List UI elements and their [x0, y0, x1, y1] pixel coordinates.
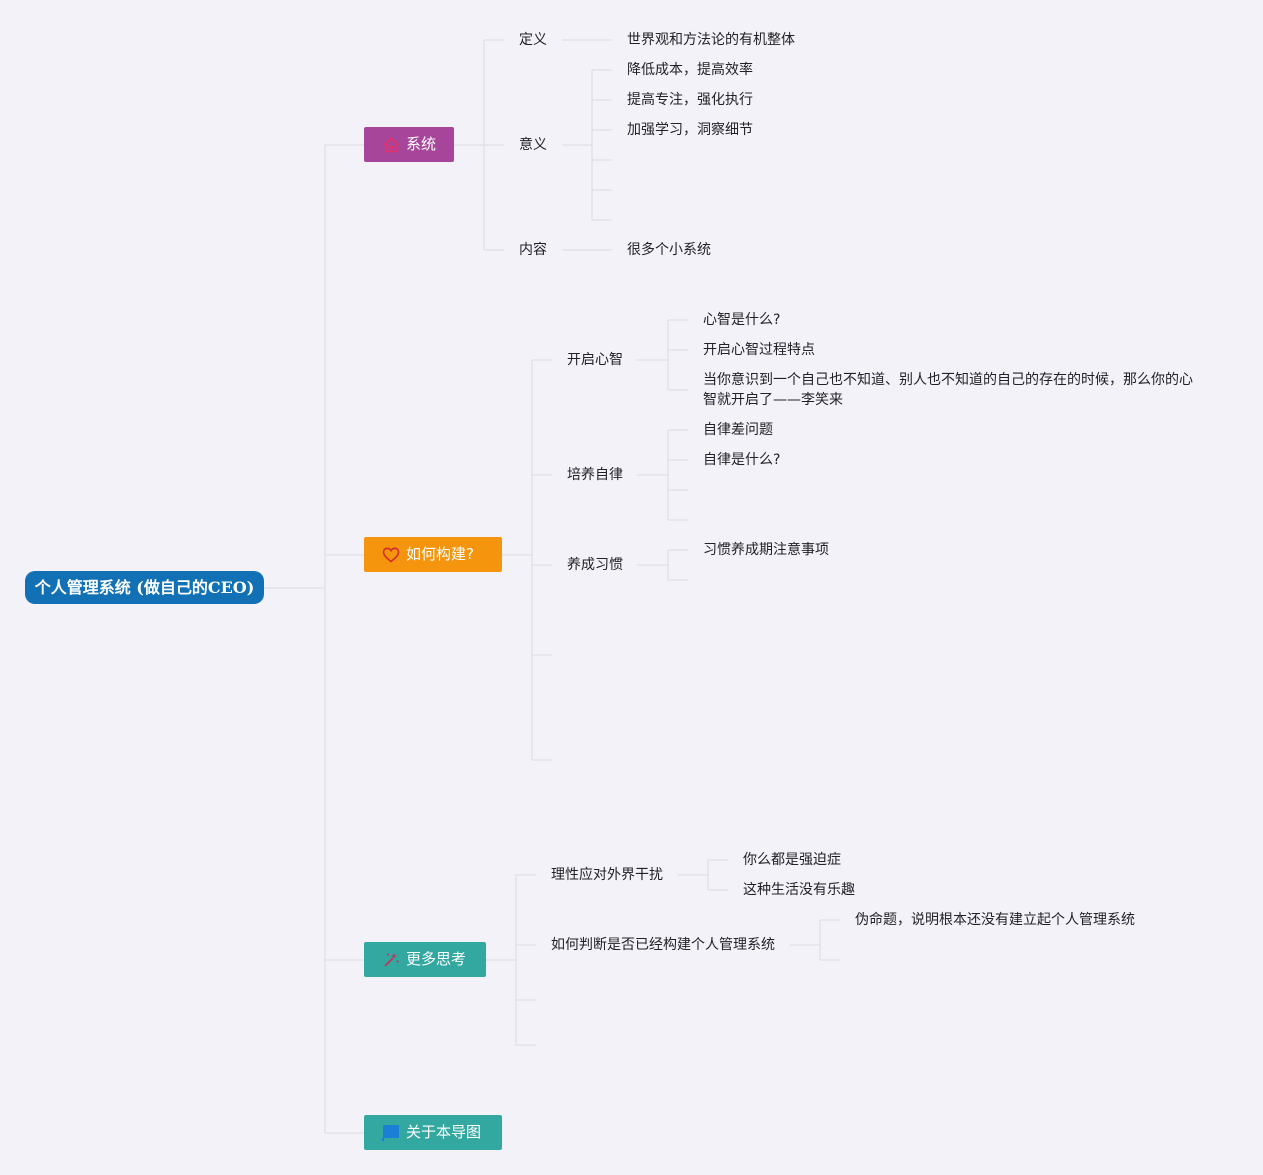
node-interference[interactable]: 理性应对外界干扰: [551, 867, 663, 883]
branch-label: 关于本导图: [406, 1123, 482, 1141]
node-mind-item[interactable]: 当你意识到一个自己也不知道、别人也不知道的自己的存在的时候，那么你的心智就开启了…: [703, 372, 1193, 408]
node-discipline-item[interactable]: 自律是什么?: [703, 452, 781, 468]
node-definition[interactable]: 定义: [519, 32, 547, 48]
node-open-mind[interactable]: 开启心智: [567, 352, 623, 368]
node-mind-item[interactable]: 开启心智过程特点: [703, 342, 815, 358]
node-content[interactable]: 内容: [519, 242, 547, 258]
node-interference-item[interactable]: 你么都是强迫症: [743, 852, 841, 868]
node-judge[interactable]: 如何判断是否已经构建个人管理系统: [551, 937, 775, 953]
node-definition-item[interactable]: 世界观和方法论的有机整体: [627, 32, 795, 48]
node-discipline[interactable]: 培养自律: [567, 467, 623, 483]
node-discipline-item[interactable]: 自律差问题: [703, 422, 773, 438]
node-content-item[interactable]: 很多个小系统: [627, 242, 711, 258]
node-meaning-item[interactable]: 加强学习，洞察细节: [627, 122, 753, 138]
house-icon: [383, 137, 399, 153]
branch-label: 系统: [406, 135, 437, 153]
node-mind-item[interactable]: 心智是什么?: [703, 312, 781, 328]
branch-how-to-build[interactable]: 如何构建?: [364, 537, 502, 572]
branch-label: 更多思考: [406, 950, 467, 968]
root-node[interactable]: 个人管理系统 (做自己的CEO): [25, 571, 264, 604]
branch-label: 如何构建?: [406, 545, 474, 563]
node-habit[interactable]: 养成习惯: [567, 557, 623, 573]
node-judge-item[interactable]: 伪命题，说明根本还没有建立起个人管理系统: [855, 912, 1135, 928]
node-meaning[interactable]: 意义: [519, 137, 547, 153]
node-habit-item[interactable]: 习惯养成期注意事项: [703, 542, 829, 558]
node-meaning-item[interactable]: 降低成本，提高效率: [627, 62, 753, 78]
node-meaning-item[interactable]: 提高专注，强化执行: [627, 92, 753, 108]
branch-system[interactable]: 系统: [364, 127, 454, 162]
branch-about[interactable]: 关于本导图: [364, 1115, 502, 1150]
flag-icon: [382, 1125, 399, 1141]
node-interference-item[interactable]: 这种生活没有乐趣: [743, 882, 855, 898]
sparkle-icon: [384, 953, 399, 967]
branch-more-thinking[interactable]: 更多思考: [364, 942, 486, 977]
heart-icon: [382, 547, 400, 563]
